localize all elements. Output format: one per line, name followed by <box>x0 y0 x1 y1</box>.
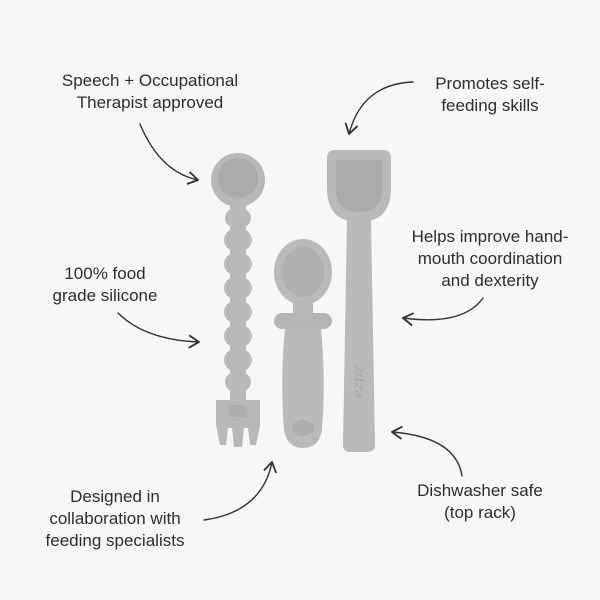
arrow-designed <box>203 461 277 521</box>
mini-spoon-utensil <box>274 239 332 448</box>
callout-line: Designed in <box>70 487 160 506</box>
callout-line: Dishwasher safe <box>417 481 543 500</box>
callout-designed: Designed in collaboration with feeding s… <box>20 486 210 552</box>
arrow-dishwasher <box>391 425 463 477</box>
callout-line: and dexterity <box>441 271 539 290</box>
callout-dishwasher: Dishwasher safe (top rack) <box>395 480 565 524</box>
callout-line: Speech + Occupational <box>61 71 239 90</box>
callout-line: collaboration with <box>49 509 181 528</box>
callout-line: Helps improve hand- <box>411 227 569 246</box>
callout-line: Promotes self- <box>435 74 545 93</box>
arrow-helps <box>402 297 484 326</box>
callout-food: 100% food grade silicone <box>30 263 180 307</box>
long-scoop-utensil: ezpz <box>327 150 391 452</box>
arrow-food <box>117 312 200 349</box>
callout-line: feeding skills <box>441 96 539 115</box>
callout-line: 100% food <box>64 264 146 283</box>
callout-promotes: Promotes self- feeding skills <box>400 73 580 117</box>
arrow-speech <box>139 123 199 185</box>
callout-speech: Speech + Occupational Therapist approved <box>30 70 270 114</box>
callout-line: grade silicone <box>52 286 158 305</box>
callout-line: feeding specialists <box>45 531 185 550</box>
callout-helps: Helps improve hand- mouth coordination a… <box>385 226 595 292</box>
callout-line: mouth coordination <box>417 249 563 268</box>
callout-line: Therapist approved <box>76 93 224 112</box>
arrow-promotes <box>344 81 414 135</box>
brand-emboss: ezpz <box>350 365 367 398</box>
callout-line: (top rack) <box>444 503 516 522</box>
spork-utensil <box>211 153 265 447</box>
